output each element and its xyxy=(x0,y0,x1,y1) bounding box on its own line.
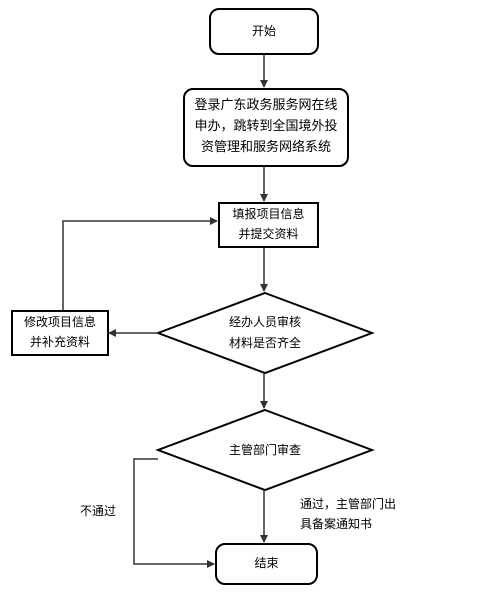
arrow-review-to-end-reject xyxy=(133,458,215,568)
start-node: 开始 xyxy=(209,8,319,55)
pass-edge-label-text: 通过，主管部门出 具备案通知书 xyxy=(300,497,397,532)
login-node: 登录广东政务服务网在线 申办，跳转到全国境外投 资管理和服务网络系统 xyxy=(183,88,349,167)
check-diamond xyxy=(155,291,375,375)
end-node: 结束 xyxy=(215,543,318,585)
arrow-modify-to-fill xyxy=(62,217,218,310)
fill-node: 填报项目信息 并提交资料 xyxy=(218,202,319,248)
modify-node: 修改项目信息 并补充资料 xyxy=(11,310,109,356)
review-diamond xyxy=(155,408,375,492)
start-node-text: 开始 xyxy=(251,23,276,38)
review-node-text-wrap: 主管部门审查 xyxy=(205,439,325,461)
modify-node-text: 修改项目信息 并补充资料 xyxy=(23,315,96,349)
end-node-text: 结束 xyxy=(254,556,279,571)
check-node-text-wrap: 经办人员审核 材料是否齐全 xyxy=(210,310,320,356)
review-node-text: 主管部门审查 xyxy=(228,442,301,457)
fill-node-text: 填报项目信息 并提交资料 xyxy=(232,207,305,241)
pass-edge-label: 通过，主管部门出 具备案通知书 xyxy=(300,494,396,535)
reject-edge-label: 不通过 xyxy=(80,501,116,521)
reject-edge-label-text: 不通过 xyxy=(80,504,117,518)
login-node-text: 登录广东政务服务网在线 申办，跳转到全国境外投 资管理和服务网络系统 xyxy=(194,98,338,155)
check-node-text: 经办人员审核 材料是否齐全 xyxy=(228,315,301,350)
